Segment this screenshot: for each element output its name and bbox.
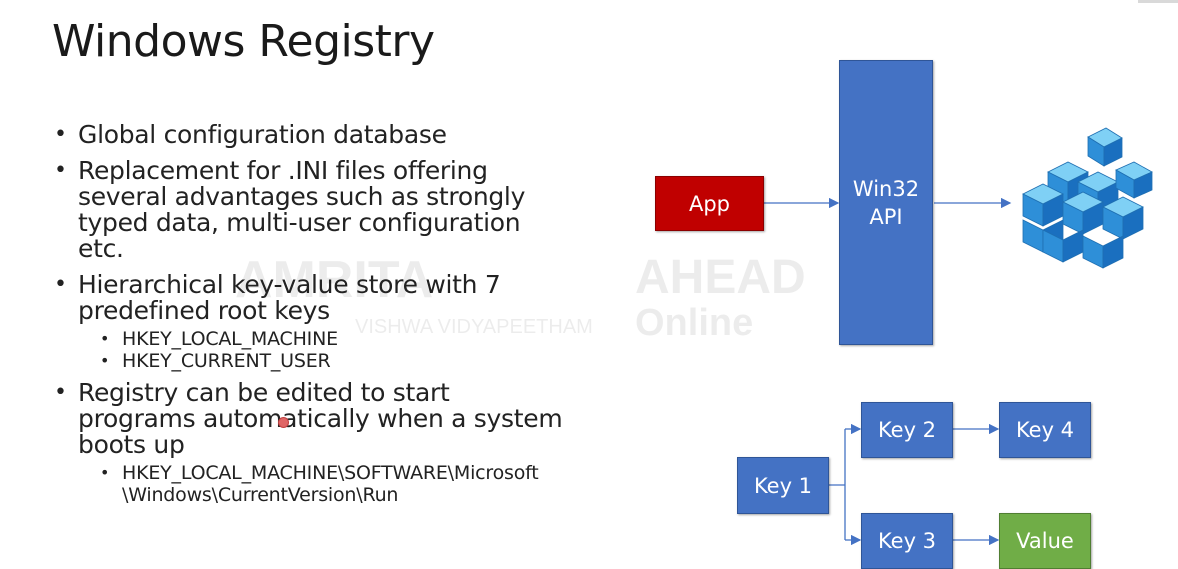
key1-box: Key 1 — [737, 457, 829, 514]
registry-cubes-icon — [1022, 127, 1153, 269]
watermark-ahead: AHEAD — [635, 251, 806, 304]
sub-bullet-list: HKEY_LOCAL_MACHINE\SOFTWARE\Microsoft\Wi… — [52, 462, 572, 506]
bullet-item: Registry can be edited to start programs… — [52, 380, 572, 458]
win32-api-box: Win32 API — [839, 60, 933, 345]
slide-title: Windows Registry — [52, 16, 435, 67]
bullet-item: Replacement for .INI files offering seve… — [52, 158, 572, 262]
key2-box: Key 2 — [861, 402, 953, 458]
bullet-item: Hierarchical key-value store with 7 pred… — [52, 272, 572, 324]
value-box: Value — [999, 513, 1091, 569]
sub-bullet-item: HKEY_LOCAL_MACHINE\SOFTWARE\Microsoft\Wi… — [52, 462, 552, 506]
bullet-list: Global configuration database Replacemen… — [52, 122, 572, 514]
sub-bullet-item: HKEY_CURRENT_USER — [52, 350, 572, 372]
app-box: App — [655, 176, 764, 231]
sub-bullet-list: HKEY_LOCAL_MACHINE HKEY_CURRENT_USER — [52, 328, 572, 372]
watermark-online: Online — [635, 302, 754, 344]
pointer-dot — [278, 417, 289, 428]
top-edge-strip — [1138, 0, 1178, 3]
bullet-item: Global configuration database — [52, 122, 572, 149]
key3-box: Key 3 — [861, 513, 953, 569]
sub-bullet-item: HKEY_LOCAL_MACHINE — [52, 328, 572, 350]
key4-box: Key 4 — [999, 402, 1091, 458]
